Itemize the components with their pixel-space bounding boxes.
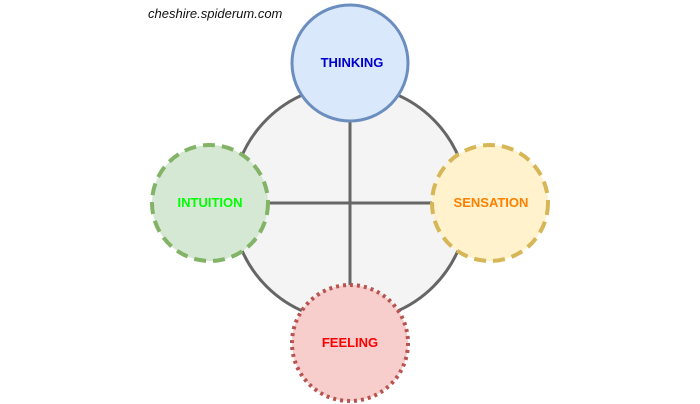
sensation-label: SENSATION xyxy=(454,195,529,210)
feeling-node: FEELING xyxy=(290,283,410,403)
thinking-node: THINKING xyxy=(290,3,410,123)
feeling-label: FEELING xyxy=(322,335,378,350)
thinking-label: THINKING xyxy=(321,55,384,70)
intuition-node: INTUITION xyxy=(150,143,270,263)
feeling-circle xyxy=(290,283,410,403)
intuition-circle xyxy=(150,143,270,263)
thinking-circle xyxy=(290,3,410,123)
sensation-circle xyxy=(430,143,550,263)
intuition-label: INTUITION xyxy=(178,195,243,210)
watermark-text: cheshire.spiderum.com xyxy=(148,6,283,21)
sensation-node: SENSATION xyxy=(430,143,550,263)
